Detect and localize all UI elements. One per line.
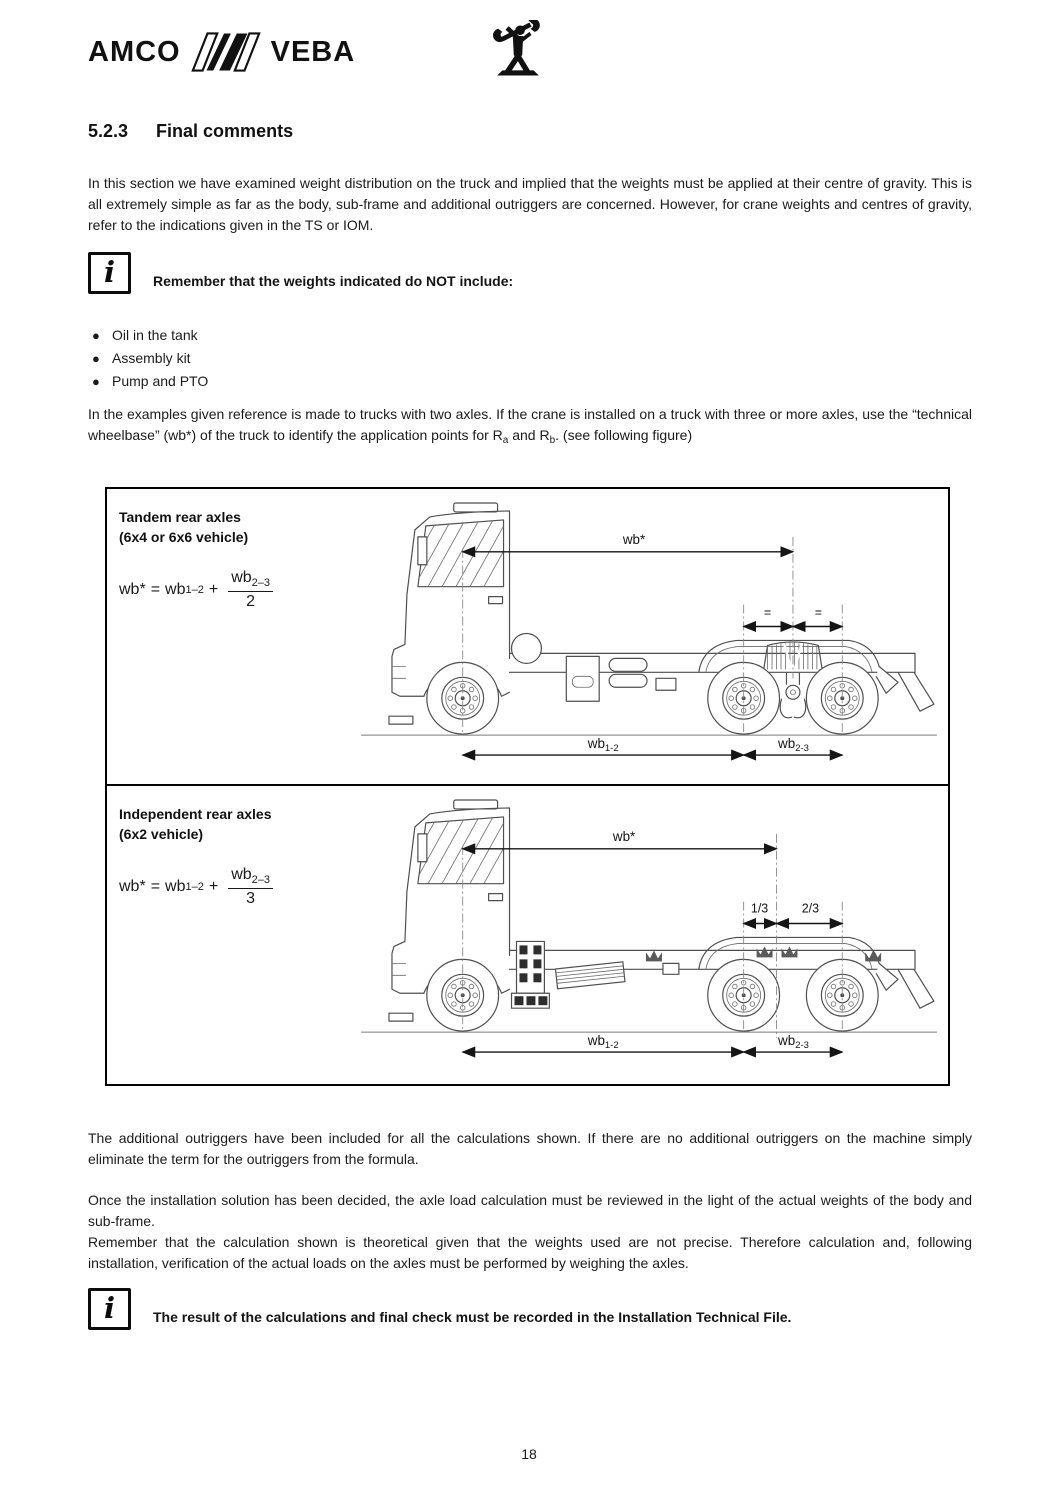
panel-title-line2: (6x2 vehicle)	[119, 826, 204, 842]
formula-lhs: wb*	[119, 581, 146, 598]
paragraph-text: In the examples given reference is made …	[88, 406, 972, 443]
section-number: 5.2.3	[88, 121, 129, 141]
dim-label-left-segment: 1/3	[751, 902, 768, 916]
brand-left-text: AMCO	[88, 35, 181, 68]
panel-title-line1: Tandem rear axles	[119, 509, 241, 525]
fraction-denominator: 3	[246, 890, 256, 907]
formula-plus: +	[208, 581, 219, 598]
outriggers-paragraph: The additional outriggers have been incl…	[88, 1130, 972, 1167]
dim-label-wb23: wb2-3	[777, 736, 809, 754]
figure-panel-independent: Independent rear axles (6x2 vehicle) wb*…	[107, 786, 948, 1083]
fraction-numerator: wb	[231, 866, 252, 883]
formula-base-sub: 1–2	[185, 881, 204, 893]
formula-base-sub: 1–2	[185, 584, 204, 596]
info-icon: i	[88, 252, 131, 294]
dim-label-wb12: wb1-2	[587, 736, 619, 754]
formula-fraction: wb2–3 3	[228, 866, 273, 908]
list-item-label: Oil in the tank	[112, 327, 198, 343]
review-paragraph-block: Once the installation solution has been …	[88, 1190, 972, 1274]
fraction-numerator-sub: 2–3	[251, 577, 270, 589]
info-note-weights: i Remember that the weights indicated do…	[88, 252, 513, 294]
review-paragraph: Once the installation solution has been …	[88, 1192, 972, 1229]
figure-panel-tandem: Tandem rear axles (6x4 or 6x6 vehicle) w…	[107, 489, 948, 786]
dim-label-wb12: wb1-2	[587, 1033, 619, 1051]
list-item-label: Assembly kit	[112, 350, 191, 366]
fraction-denominator: 2	[246, 593, 256, 610]
list-item: ● Assembly kit	[88, 347, 208, 370]
note-text: The result of the calculations and final…	[153, 1309, 792, 1325]
paragraph-text: and R	[508, 427, 550, 443]
formula-plus: +	[208, 878, 219, 895]
page-number: 18	[521, 1446, 537, 1462]
formula-lhs: wb*	[119, 878, 146, 895]
list-item: ● Oil in the tank	[88, 324, 208, 347]
bullet-icon: ●	[92, 351, 100, 366]
formula-base: wb	[165, 878, 186, 895]
subscript-b: b	[549, 435, 556, 446]
truck-diagram-tandem: wb* = = wb1-2 wb2-3	[361, 502, 937, 761]
dim-label-right-segment: =	[815, 606, 822, 620]
list-item: ● Pump and PTO	[88, 370, 208, 393]
exclusions-list: ● Oil in the tank ● Assembly kit ● Pump and…	[88, 324, 208, 393]
axles-paragraph: In the examples given reference is made …	[88, 404, 972, 451]
brand-right-text: VEBA	[270, 35, 356, 68]
brand-emblem-icon	[190, 32, 261, 72]
dim-label-right-segment: 2/3	[802, 902, 819, 916]
info-note-technical-file: i The result of the calculations and fin…	[88, 1288, 791, 1330]
panel-title: Tandem rear axles (6x4 or 6x6 vehicle)	[119, 507, 248, 547]
section-heading: 5.2.3 Final comments	[88, 121, 293, 142]
brand-logo: AMCO VEBA	[88, 30, 355, 74]
truck-diagram-independent: wb* 1/3 2/3 wb1-2 wb2-3	[361, 799, 937, 1058]
section-title: Final comments	[156, 121, 294, 141]
intro-paragraph: In this section we have examined weight …	[88, 175, 972, 233]
theoretical-paragraph: Remember that the calculation shown is t…	[88, 1234, 972, 1271]
bullet-icon: ●	[92, 328, 100, 343]
subscript-a: a	[502, 435, 509, 446]
formula-base: wb	[165, 581, 186, 598]
wheelbase-figure: Tandem rear axles (6x4 or 6x6 vehicle) w…	[105, 487, 950, 1086]
list-item-label: Pump and PTO	[112, 373, 209, 389]
formula-equals: =	[150, 878, 161, 895]
dim-label-wb23: wb2-3	[777, 1033, 809, 1051]
dim-label-left-segment: =	[764, 606, 771, 620]
panel-title: Independent rear axles (6x2 vehicle)	[119, 804, 272, 844]
panel-title-line1: Independent rear axles	[119, 806, 272, 822]
formula-equals: =	[150, 581, 161, 598]
crane-technician-icon	[492, 18, 544, 83]
fraction-numerator-sub: 2–3	[251, 874, 270, 886]
note-text: Remember that the weights indicated do N…	[153, 273, 514, 289]
dim-label-wbstar: wb*	[622, 532, 646, 547]
fraction-numerator: wb	[231, 569, 252, 586]
paragraph-text: . (see following figure)	[555, 427, 693, 443]
formula-fraction: wb2–3 2	[228, 569, 273, 611]
dim-label-wbstar: wb*	[612, 829, 636, 844]
info-icon: i	[88, 1288, 131, 1330]
panel-title-line2: (6x4 or 6x6 vehicle)	[119, 529, 249, 545]
bullet-icon: ●	[92, 374, 100, 389]
